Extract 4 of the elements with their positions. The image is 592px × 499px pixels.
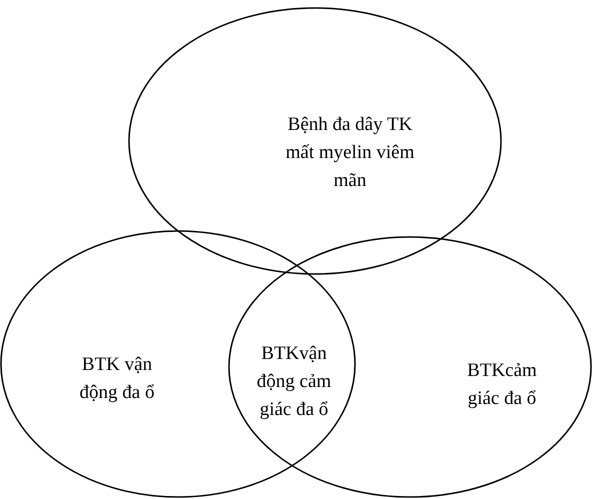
set-label: BTK vận động đa ổ <box>78 353 156 405</box>
overlap-label: BTKvận động cảm giác đa ổ <box>256 342 332 422</box>
set-label: BTKcảm giác đa ổ <box>466 359 538 411</box>
set-label: Bệnh đa dây TK mất myelin viêm mãn <box>284 113 416 193</box>
